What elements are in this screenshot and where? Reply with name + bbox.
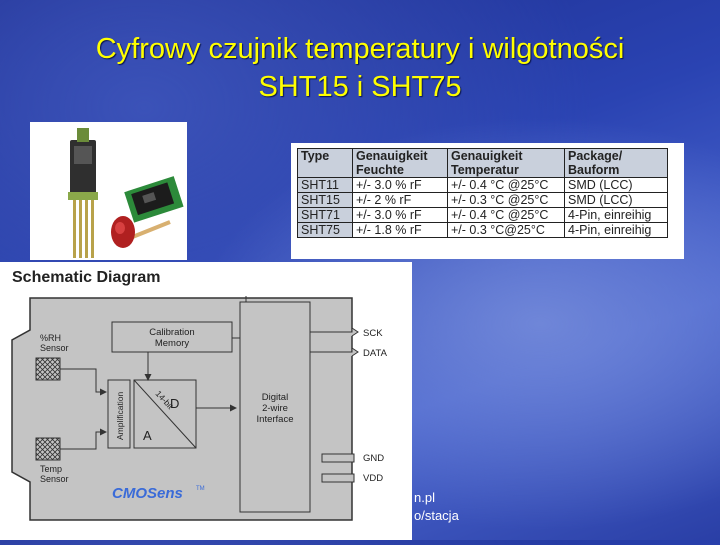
slide-title: Cyfrowy czujnik temperatury i wilgotnośc…: [0, 30, 720, 106]
table-cell: +/- 1.8 % rF: [353, 223, 448, 238]
amplification-label: Amplification: [115, 392, 125, 440]
table-cell: +/- 0.3 °C @25°C: [448, 193, 565, 208]
table-cell: SHT15: [298, 193, 353, 208]
table-cell: SMD (LCC): [565, 178, 668, 193]
table-row: SHT75 +/- 1.8 % rF +/- 0.3 °C@25°C 4-Pin…: [298, 223, 668, 238]
temp-sensor-element: [36, 438, 60, 460]
pin-sck-label: SCK: [363, 328, 383, 339]
cmosens-logo: CMOSens: [112, 485, 183, 502]
schematic-title: Schematic Diagram: [12, 269, 161, 286]
table-row: SHT11 +/- 3.0 % rF +/- 0.4 °C @25°C SMD …: [298, 178, 668, 193]
table-cell: 4-Pin, einreihig: [565, 208, 668, 223]
header-package: Package/Bauform: [565, 149, 668, 178]
slide-title-line-2: SHT15 i SHT75: [0, 68, 720, 106]
rh-sensor-element: [36, 358, 60, 380]
table-cell: SMD (LCC): [565, 193, 668, 208]
table-cell: +/- 0.3 °C@25°C: [448, 223, 565, 238]
table-cell: +/- 0.4 °C @25°C: [448, 208, 565, 223]
table-cell: +/- 3.0 % rF: [353, 208, 448, 223]
sensor-photo: [30, 122, 187, 260]
table-row: SHT71 +/- 3.0 % rF +/- 0.4 °C @25°C 4-Pi…: [298, 208, 668, 223]
table-cell: SHT11: [298, 178, 353, 193]
table-cell: +/- 0.4 °C @25°C: [448, 178, 565, 193]
table-cell: 4-Pin, einreihig: [565, 223, 668, 238]
table-cell: SHT75: [298, 223, 353, 238]
pin-gnd-label: GND: [363, 453, 384, 464]
table-cell: +/- 3.0 % rF: [353, 178, 448, 193]
header-type: Type: [298, 149, 353, 178]
pin-data-label: DATA: [363, 348, 388, 359]
footer-url-line-1: n.pl: [414, 490, 435, 505]
table-row: SHT15 +/- 2 % rF +/- 0.3 °C @25°C SMD (L…: [298, 193, 668, 208]
table-cell: SHT71: [298, 208, 353, 223]
adc-a-label: A: [143, 428, 152, 443]
pin-vdd-label: VDD: [363, 473, 383, 484]
cmosens-logo-tm: TM: [196, 486, 205, 492]
table-cell: +/- 2 % rF: [353, 193, 448, 208]
footer-url-line-2: o/stacja: [414, 508, 459, 523]
slide-title-line-1: Cyfrowy czujnik temperatury i wilgotnośc…: [0, 30, 720, 68]
